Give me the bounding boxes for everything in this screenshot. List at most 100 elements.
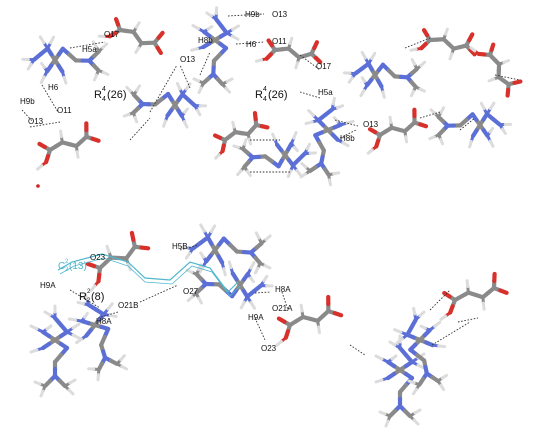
hydrogen-bond	[199, 51, 211, 76]
bond-segment	[300, 161, 308, 169]
bond-segment	[416, 363, 426, 370]
marker-dot	[36, 184, 40, 188]
bond-segment	[155, 45, 163, 56]
hydrogen-bond	[457, 317, 479, 323]
bond-segment	[199, 251, 205, 259]
bottom-panel-labels: O23 H5B H9A O21B H8A O27 H8A O21A H9A O2…	[40, 242, 293, 353]
bond-segment	[89, 284, 97, 292]
hydrogen-bond	[129, 117, 151, 141]
bond-segment	[418, 310, 426, 318]
motif-chain-path	[57, 253, 239, 293]
bond-segment	[197, 296, 203, 305]
bond-segment	[249, 261, 256, 270]
bond-segment	[43, 310, 52, 317]
bond-segment	[185, 268, 194, 274]
bond-segment	[359, 88, 366, 98]
bond-segment	[184, 251, 192, 260]
bond-segment	[245, 169, 252, 178]
hydrogen-bond	[235, 41, 265, 45]
bond-segment	[222, 267, 227, 277]
atom-label-o13-center: O13	[180, 55, 196, 64]
bond-segment	[197, 86, 203, 94]
bond-segment	[59, 129, 63, 139]
bond-segment	[119, 354, 126, 362]
motif-left-subscript: 4	[102, 96, 106, 103]
bond-segment	[305, 142, 312, 151]
bond-segment	[419, 60, 427, 68]
atom-layer	[36, 184, 40, 188]
graph-set-motif-ring: R 2 2 (8)	[79, 289, 104, 304]
bond-segment	[225, 77, 234, 84]
bond-segment	[243, 138, 248, 146]
bond-segment	[345, 119, 355, 125]
bond-segment	[295, 168, 303, 178]
bond-segment	[467, 32, 475, 43]
bond-segment	[247, 137, 253, 146]
bond-segment	[488, 101, 496, 111]
motif-right-superscript: 4	[263, 86, 267, 93]
hydrogen-bond	[299, 91, 321, 99]
bond-segment	[75, 337, 83, 345]
bond-segment	[397, 345, 409, 358]
bond-segment	[40, 62, 46, 69]
atom-label-h8a-left: H8A	[96, 317, 112, 326]
bond-segment	[49, 35, 56, 45]
bond-segment	[214, 153, 221, 160]
bond-segment	[184, 82, 192, 91]
bond-segment	[488, 139, 495, 148]
hydrogen-bond	[179, 64, 191, 89]
bond-segment	[498, 288, 509, 295]
bond-segment	[212, 133, 223, 140]
atom-label-o11-center: O11	[272, 37, 287, 46]
bond-segment	[76, 300, 85, 306]
bond-segment	[428, 135, 436, 141]
atom-label-h5a-left: H5a	[82, 45, 97, 54]
hydrogen-bond	[429, 289, 451, 311]
atom-label-o17-right: O17	[316, 62, 332, 71]
bond-segment	[91, 40, 98, 49]
bond-segment	[437, 344, 447, 349]
bond-segment	[199, 223, 206, 233]
atom-label-o27: O27	[183, 287, 199, 296]
bond-segment	[409, 89, 416, 98]
bond-segment	[120, 364, 128, 371]
bond-segment	[440, 373, 449, 380]
hydrogen-bond	[459, 117, 476, 131]
motif-path-layer	[57, 253, 241, 297]
motif-right-size: (26)	[268, 89, 288, 101]
bond-segment	[264, 234, 272, 242]
bond-segment	[134, 46, 141, 54]
atom-label-h8b-center: H8b	[198, 36, 213, 45]
bond-segment	[469, 46, 477, 53]
bond-segment	[332, 311, 344, 318]
bond-segment	[429, 108, 437, 115]
bond-segment	[412, 418, 420, 426]
bond-segment	[328, 178, 332, 187]
hydrogen-bond	[97, 311, 119, 319]
bond-segment	[512, 79, 523, 85]
atom-label-o13-right: O13	[363, 120, 379, 129]
bond-segment	[186, 295, 194, 303]
bond-segment	[266, 38, 274, 48]
bond-segment	[71, 333, 81, 340]
bond-segment	[83, 292, 89, 302]
bond-segment	[190, 47, 199, 52]
motif-chain-subscript: 2	[65, 267, 69, 273]
bond-segment	[505, 87, 511, 98]
bond-segment	[481, 301, 486, 311]
bond-segment	[412, 306, 417, 316]
bond-segment	[239, 300, 246, 310]
bond-segment	[501, 127, 507, 135]
bond-segment	[313, 55, 323, 65]
bond-segment	[419, 324, 427, 330]
bond-segment	[259, 124, 270, 130]
bond-segment	[347, 76, 354, 84]
motif-ring-letter: R	[79, 291, 87, 303]
motif-chain-size: (13)	[69, 261, 87, 272]
bond-segment	[134, 21, 141, 29]
bond-segment	[411, 387, 418, 396]
bond-segment	[52, 315, 64, 328]
bond-segment	[68, 378, 77, 385]
bond-segment	[439, 383, 446, 391]
